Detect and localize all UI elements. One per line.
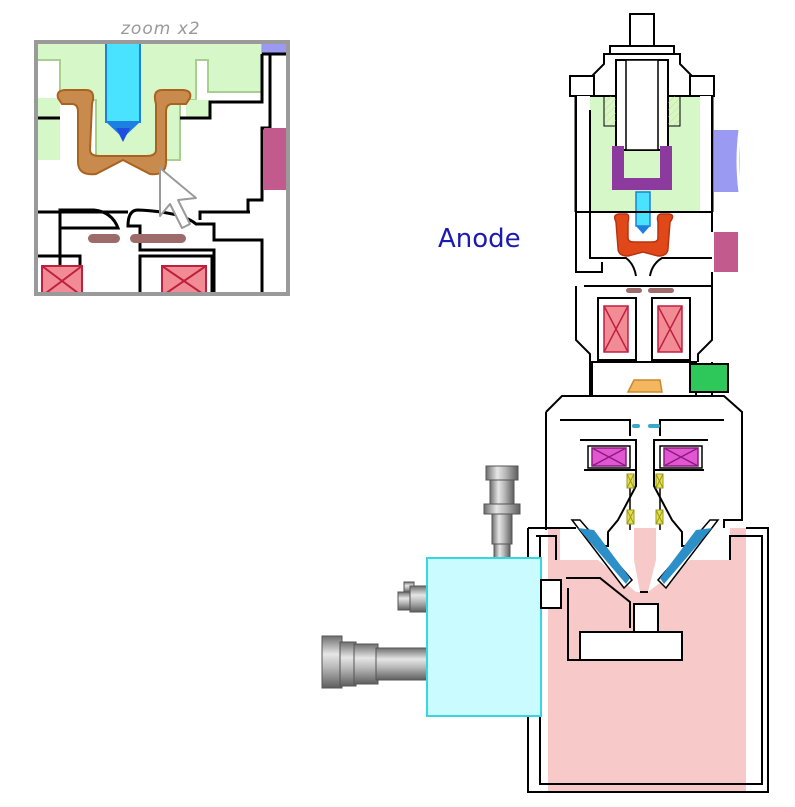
pointer-arrow-icon xyxy=(159,167,197,229)
upright-flange xyxy=(485,465,519,481)
zoom-emitter xyxy=(105,42,141,123)
aperture xyxy=(626,379,663,393)
detector-box xyxy=(426,557,542,717)
port-blue xyxy=(714,130,740,192)
valve-green xyxy=(689,363,729,393)
emitter xyxy=(635,191,651,227)
specimen-stage xyxy=(633,603,659,633)
emitter-holder xyxy=(612,146,672,190)
zoom-anode xyxy=(56,89,192,176)
anode xyxy=(613,213,674,257)
horizontal-cylinder xyxy=(321,635,343,689)
anode-label: Anode xyxy=(438,224,521,254)
zoom-title: zoom x2 xyxy=(121,19,201,39)
zoom-inset xyxy=(34,40,290,296)
port-magenta xyxy=(714,232,738,272)
electron-column xyxy=(321,13,769,793)
